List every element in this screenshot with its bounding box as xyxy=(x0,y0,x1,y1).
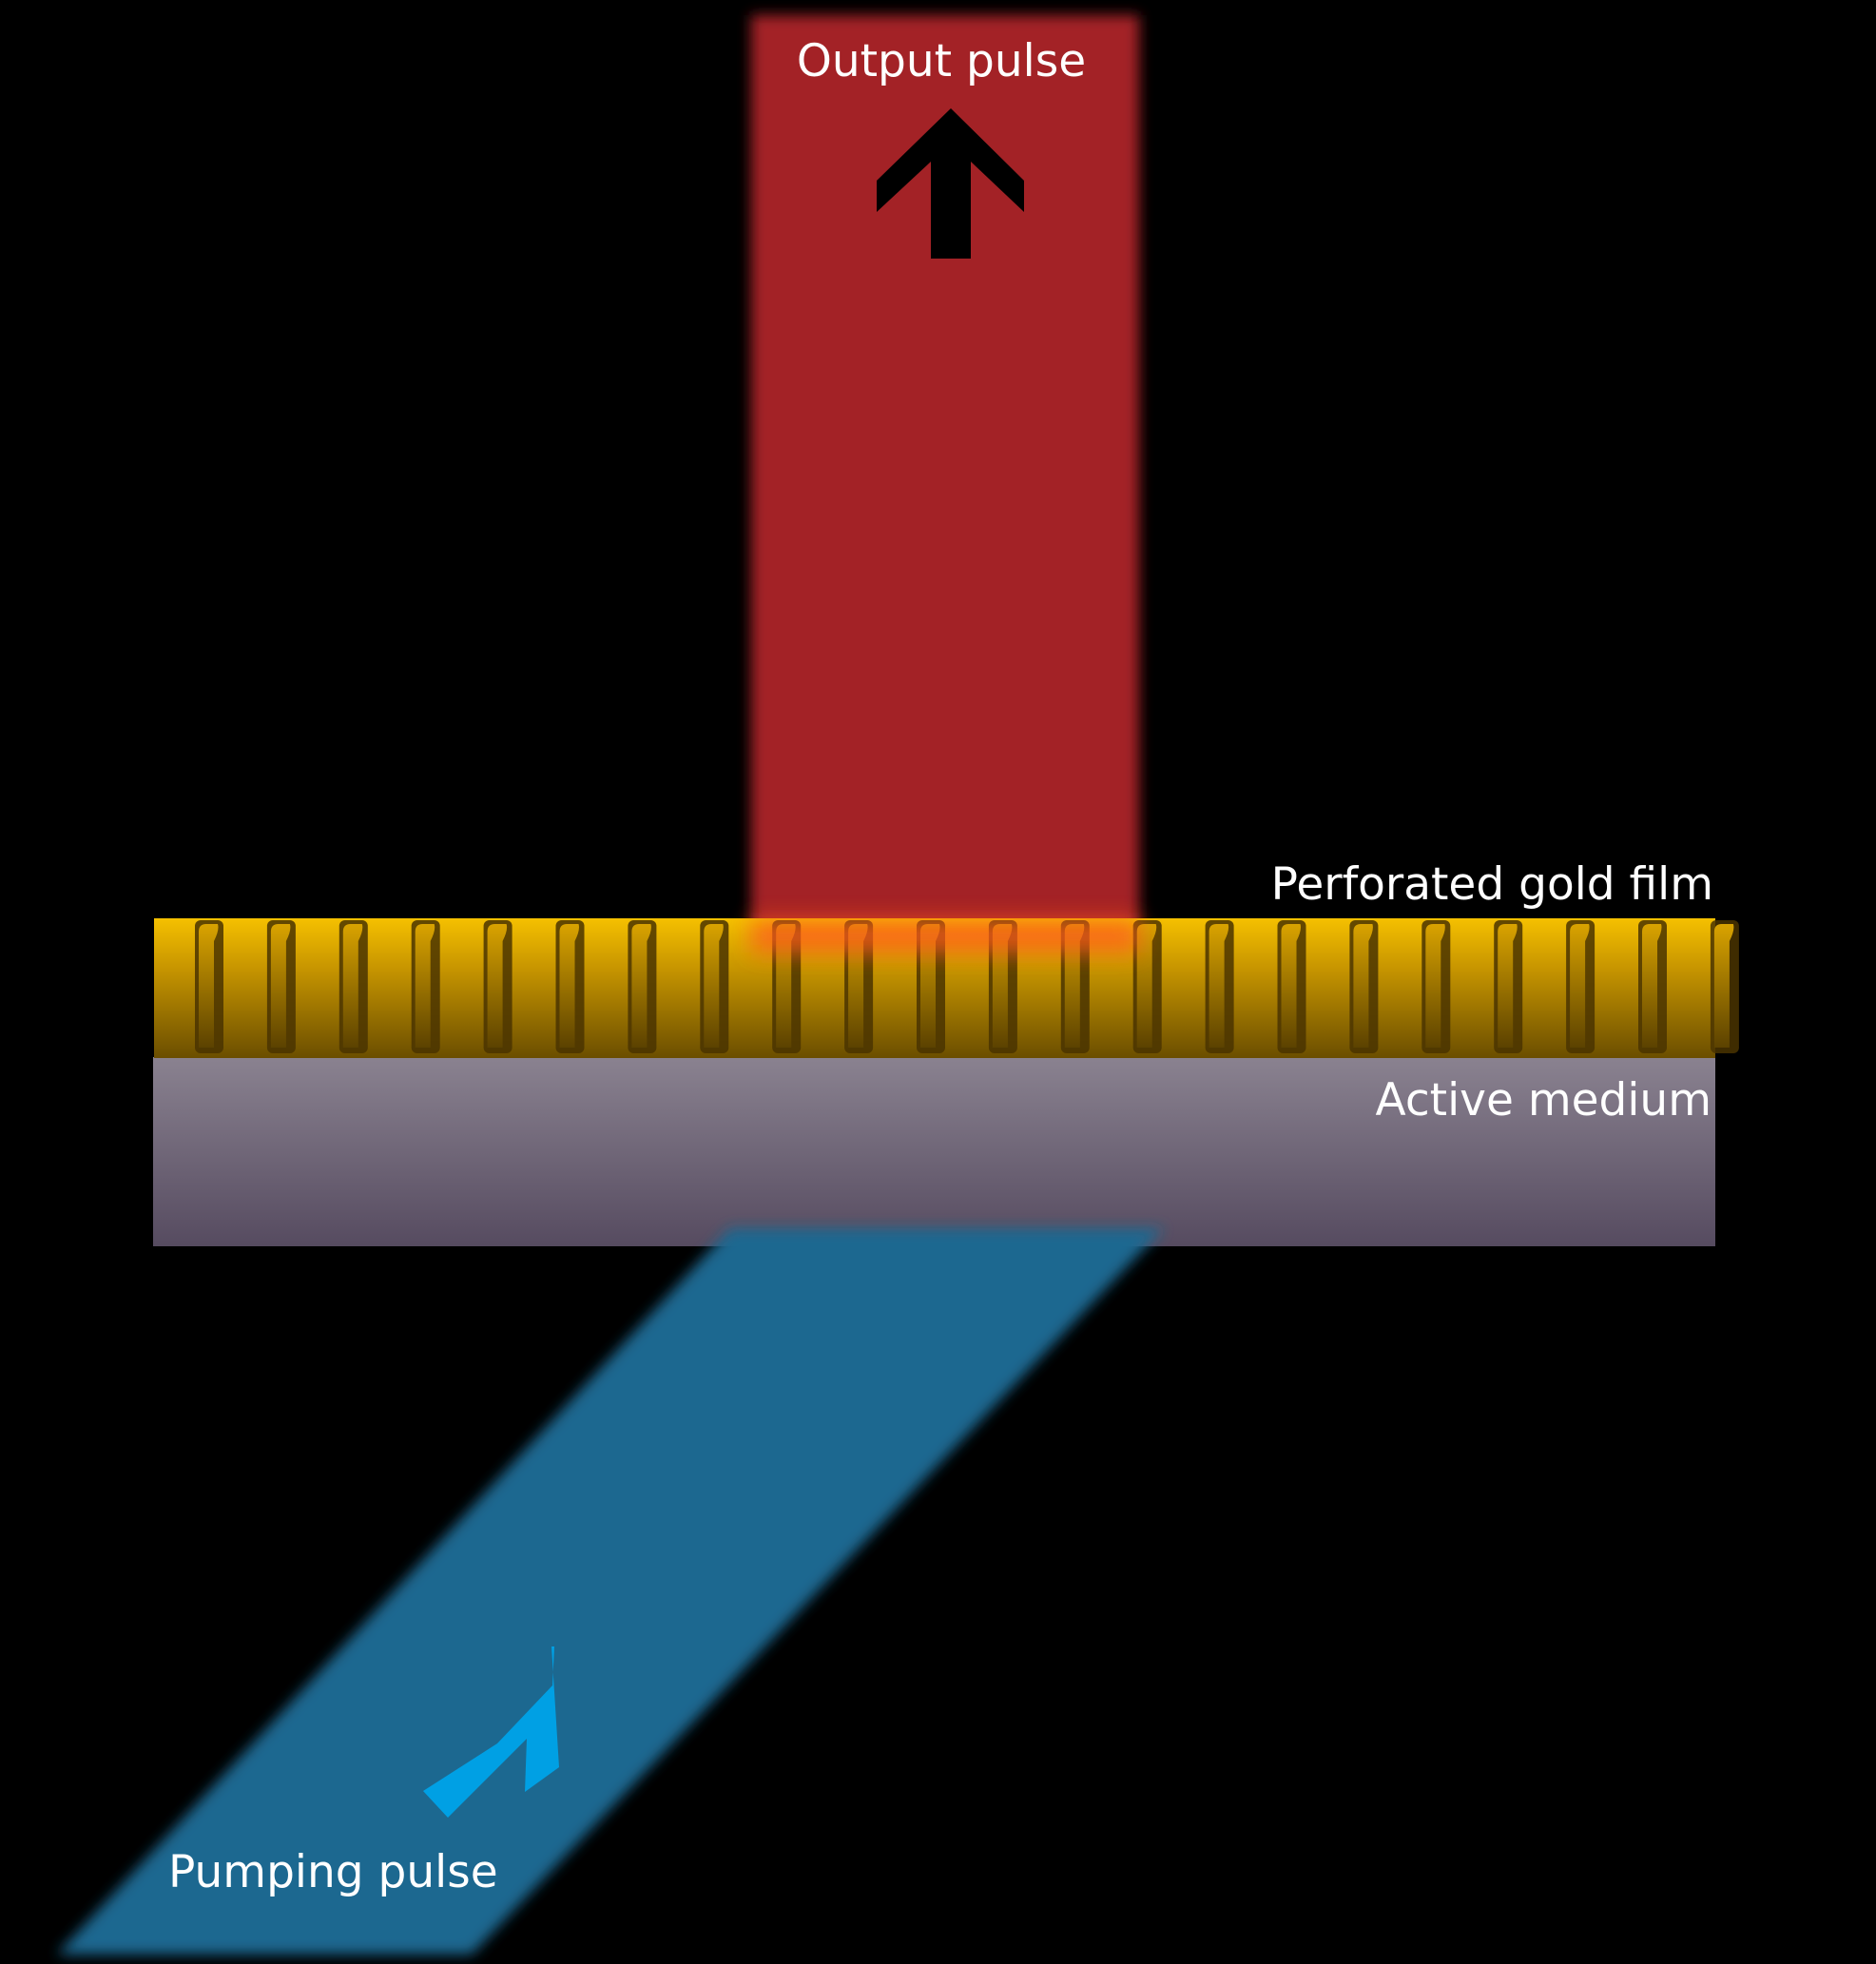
perforation-slot-inner xyxy=(1642,924,1662,1048)
active-medium-layer xyxy=(153,1057,1715,1246)
perforation-slot-inner xyxy=(1136,924,1157,1048)
perforation-slot-inner xyxy=(1353,924,1373,1048)
perforation-slot-inner xyxy=(1425,924,1445,1048)
active-medium-label: Active medium xyxy=(1376,1074,1712,1126)
pumping-beam xyxy=(57,1228,1164,1954)
perforation-slot-inner xyxy=(487,924,508,1048)
perforation-slot-inner xyxy=(631,924,651,1048)
perforation-slot-inner xyxy=(1209,924,1229,1048)
perforation-slot-inner xyxy=(342,924,363,1048)
perforation-slot-inner xyxy=(270,924,291,1048)
perforation-slot-inner xyxy=(1713,924,1734,1048)
arrow-up-right-icon xyxy=(423,1646,559,1818)
gold-film-perforations xyxy=(195,920,1739,1053)
output-pulse-label: Output pulse xyxy=(797,35,1086,87)
perforation-slot-inner xyxy=(199,924,219,1048)
perforation-slot-inner xyxy=(848,924,868,1048)
perforation-slot-inner xyxy=(1281,924,1301,1048)
perforation-slot-inner xyxy=(920,924,940,1048)
perforation-slot-inner xyxy=(415,924,435,1048)
gold-film-label: Perforated gold film xyxy=(1271,858,1713,911)
pumping-pulse-label: Pumping pulse xyxy=(168,1846,498,1898)
film-hot-spot xyxy=(751,920,1139,953)
perforation-slot-inner xyxy=(776,924,796,1048)
perforation-slot-inner xyxy=(1064,924,1085,1048)
arrow-up-icon xyxy=(877,108,1024,259)
perforation-slot-inner xyxy=(992,924,1013,1048)
perforation-slot-inner xyxy=(559,924,579,1048)
perforation-slot-inner xyxy=(1570,924,1590,1048)
perforation-slot-inner xyxy=(1498,924,1518,1048)
perforation-slot-inner xyxy=(704,924,724,1048)
